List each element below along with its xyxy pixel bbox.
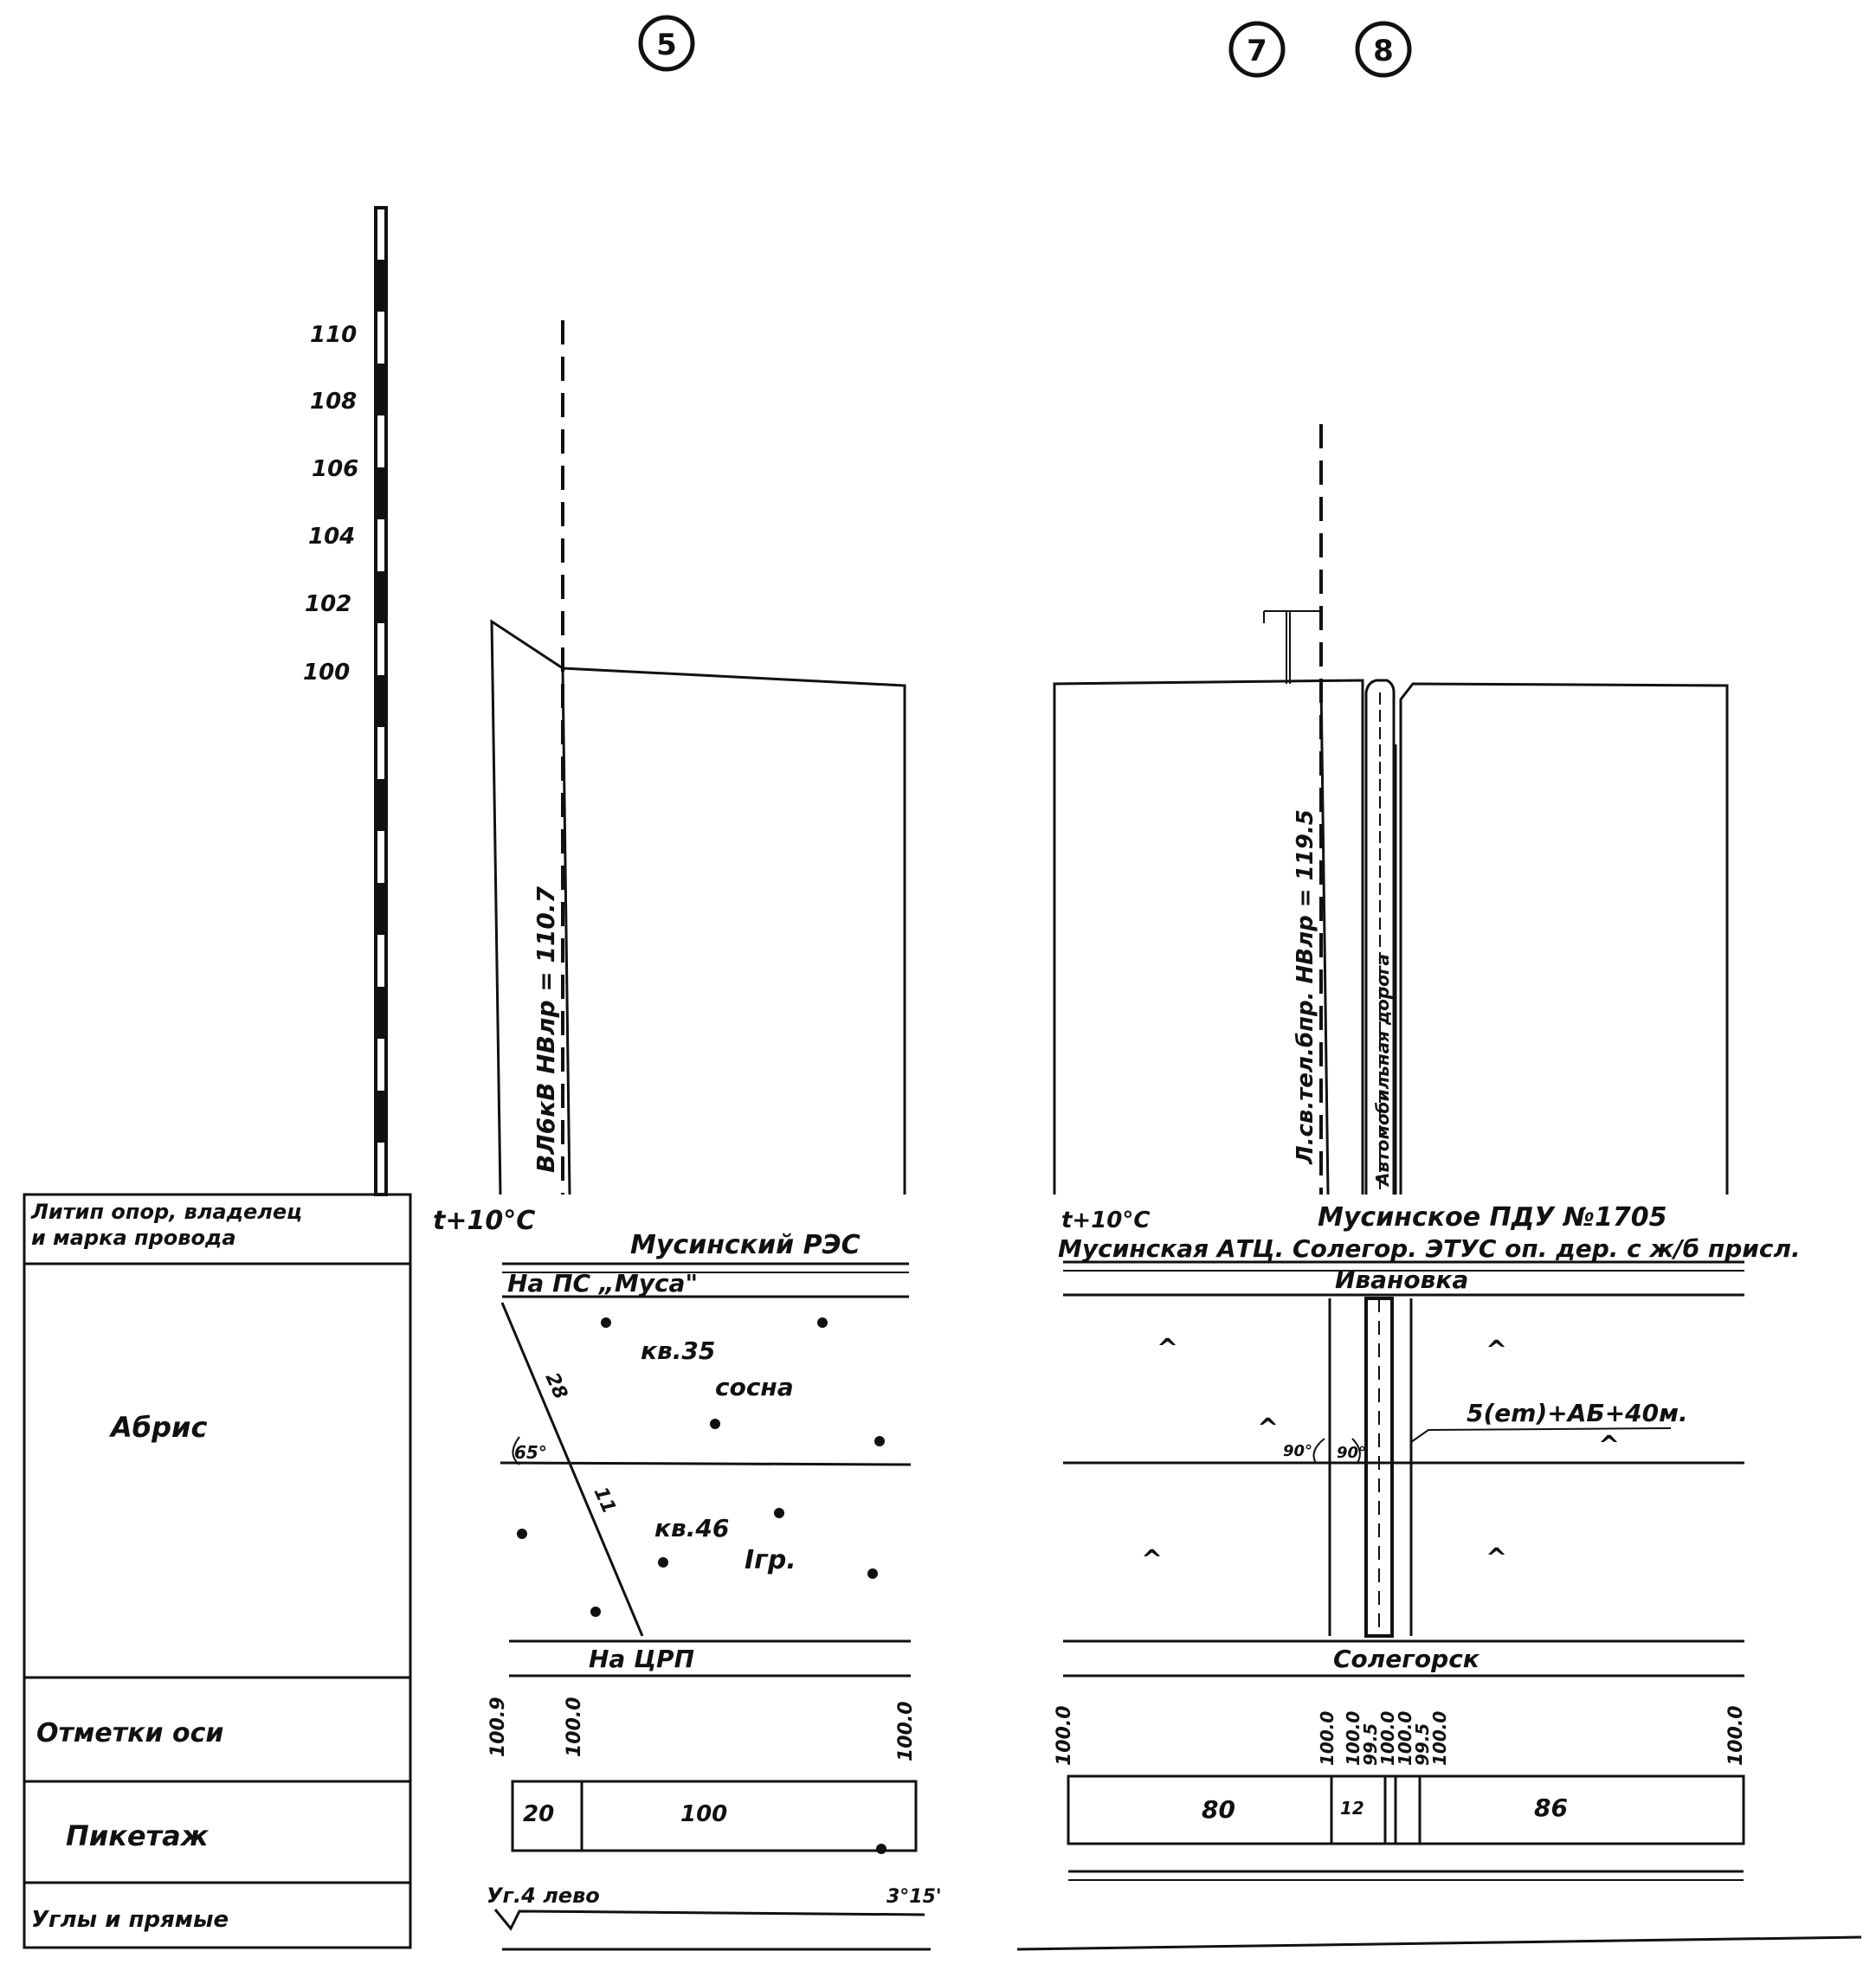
left-to-crp: На ЦРП	[589, 1645, 694, 1673]
right-mark-7: 99.5	[1412, 1723, 1433, 1766]
left-angle-text: Уг.4 лево	[487, 1884, 600, 1908]
scale-label: 108	[310, 389, 357, 415]
left-mark-2: 100.0	[564, 1697, 585, 1757]
left-temperature: t+10°C	[433, 1206, 535, 1236]
right-line1: Мусинское ПДУ №1705	[1318, 1202, 1666, 1233]
elevation-scale-rod	[374, 206, 388, 1196]
right-mark-3: 100.0	[1343, 1711, 1363, 1766]
right-line2: Мусинская АТЦ. Солегор. ЭТУС оп. дер. с …	[1058, 1234, 1801, 1263]
left-dist1: 28	[541, 1369, 571, 1402]
right-angle-2: 90°	[1337, 1444, 1366, 1462]
right-mark-1: 100.0	[1054, 1705, 1075, 1766]
svg-text:^: ^	[1486, 1543, 1507, 1574]
svg-text:^: ^	[1141, 1545, 1163, 1575]
svg-text:^: ^	[1486, 1336, 1507, 1366]
legend-marks: Отметки оси	[36, 1718, 223, 1748]
right-mark-6: 100.0	[1395, 1711, 1415, 1766]
right-solegorsk: Солегорск	[1333, 1645, 1480, 1673]
scale-label: 106	[312, 456, 358, 482]
legend-piketazh: Пикетаж	[66, 1819, 210, 1852]
right-mark-5: 100.0	[1377, 1711, 1398, 1766]
svg-text:5: 5	[656, 28, 677, 62]
right-piket-2: 12	[1340, 1798, 1364, 1819]
legend-row1-line1: Литип опор, владелец	[30, 1200, 302, 1224]
right-road-label: Автомобильная дорога	[1372, 954, 1393, 1188]
left-mark-3: 100.0	[895, 1701, 917, 1761]
svg-text:7: 7	[1247, 34, 1267, 68]
right-angle-1: 90°	[1283, 1442, 1312, 1460]
point-marker-7: 7	[1228, 21, 1286, 78]
scale-label: 110	[310, 322, 357, 348]
scale-label: 104	[308, 524, 355, 550]
left-mark-1: 100.9	[487, 1697, 509, 1757]
svg-text:^: ^	[1257, 1414, 1279, 1444]
scale-label: 100	[303, 660, 350, 686]
left-abris	[500, 1302, 912, 1637]
point-marker-5: 5	[638, 15, 695, 72]
left-piket-2: 100	[680, 1801, 727, 1827]
svg-text:8: 8	[1373, 34, 1394, 68]
legend-abris: Абрис	[108, 1411, 207, 1444]
right-mark-2: 100.0	[1317, 1711, 1338, 1766]
svg-text:^: ^	[1157, 1334, 1178, 1364]
left-angle-label: 65°	[514, 1442, 547, 1463]
left-profile-box	[490, 320, 906, 1195]
left-dist2: 11	[590, 1484, 620, 1517]
scale-label: 102	[305, 591, 351, 617]
legend-table	[23, 1193, 412, 1949]
right-mark-8: 100.0	[1429, 1711, 1450, 1766]
right-mark-9: 100.0	[1725, 1705, 1747, 1766]
right-road-note: 5(em)+АБ+40м.	[1467, 1399, 1688, 1427]
left-kv35: кв.35	[641, 1336, 715, 1365]
left-to-ps: На ПС „Муса"	[507, 1269, 698, 1298]
left-line-label: ВЛ6кВ НВлр = 110.7	[532, 885, 560, 1173]
right-piketazh-box	[1067, 1774, 1745, 1845]
right-cable-label: Л.св.тел.бпр. НВлр = 119.5	[1293, 809, 1318, 1165]
left-owner: Мусинский РЭС	[630, 1230, 861, 1260]
left-piket-1: 20	[523, 1801, 554, 1827]
right-abris: ^ ^ ^ ^ ^ ^	[1063, 1297, 1744, 1638]
svg-text:^: ^	[1598, 1431, 1620, 1461]
right-piket-1: 80	[1202, 1795, 1235, 1824]
elevation-scale-labels: 110 108 106 104 102 100	[303, 322, 358, 686]
right-profile-box	[1053, 424, 1729, 1195]
right-piket-3: 86	[1534, 1793, 1568, 1822]
left-igr: Iгр.	[745, 1545, 796, 1575]
right-temperature: t+10°C	[1061, 1207, 1150, 1233]
left-piketazh-box	[511, 1780, 918, 1854]
left-kv46: кв.46	[654, 1514, 729, 1542]
left-sosna: сосна	[715, 1373, 794, 1401]
legend-row1-line2: и марка провода	[31, 1226, 236, 1250]
point-marker-8: 8	[1355, 21, 1412, 78]
right-ivanovka: Ивановка	[1335, 1265, 1468, 1294]
left-angle-value: 3°15'	[886, 1886, 942, 1908]
legend-angles: Углы и прямые	[31, 1907, 229, 1933]
right-mark-4: 99.5	[1360, 1723, 1381, 1766]
